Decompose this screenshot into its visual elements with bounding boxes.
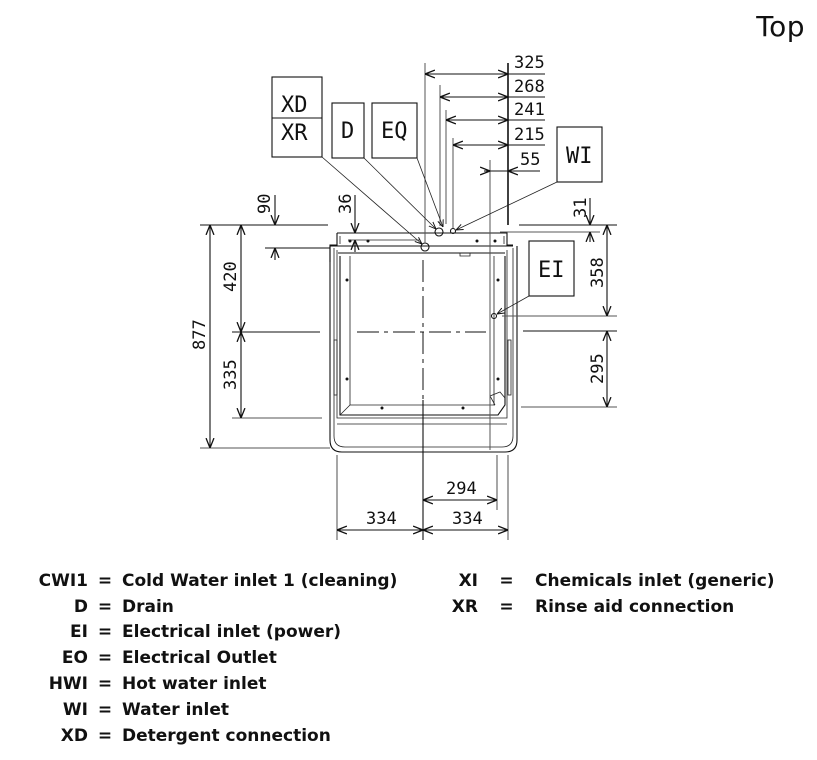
legend-description: Hot water inlet [122,674,267,695]
legend-column-2: XI = Chemicals inlet (generic) XR = Rinse ai… [420,568,775,620]
callout-xr-label: XR [281,121,308,146]
callout-xd-xr: XD XR [271,76,422,244]
legend-row: D = Drain [0,594,397,620]
dim-295: 295 [588,353,608,384]
dim-215: 215 [514,125,545,145]
callout-eq-label: EQ [381,119,408,144]
legend-description: Cold Water inlet 1 (cleaning) [122,570,398,591]
legend-row: HWI = Hot water inlet [0,671,397,697]
callout-wi: WI [456,126,603,230]
dim-334-left: 334 [366,509,397,529]
legend-equals: = [97,570,113,591]
legend-row: XD = Detergent connection [0,723,397,749]
top-dimensions: 325 268 241 215 55 [424,53,545,450]
legend-description: Detergent connection [122,725,331,746]
dim-268: 268 [514,77,545,97]
dim-335: 335 [221,359,241,390]
legend-equals: = [97,674,113,695]
legend-row: CWI1 = Cold Water inlet 1 (cleaning) [0,568,398,594]
legend-description: Drain [122,596,174,617]
callout-eq: EQ [371,102,443,227]
dim-294: 294 [446,479,477,499]
dim-55: 55 [520,150,540,170]
top-view-drawing: 325 268 241 215 55 XD XR D EQ WI EI [190,53,617,540]
legend-code: WI [62,699,88,720]
legend-description: Rinse aid connection [535,596,735,617]
callout-d-label: D [341,119,354,144]
legend-code: XR [451,596,478,617]
machine-outline [329,227,518,453]
legend-row: EO = Electrical Outlet [0,645,397,671]
right-dimensions: 31 358 295 [500,198,617,408]
top-offset-dimension: 36 [336,194,420,252]
legend-equals: = [499,570,514,591]
legend-code: HWI [48,674,88,695]
left-dimensions: 877 420 335 90 [190,194,330,449]
legend-code: XI [458,570,478,591]
legend-column-1: CWI1 = Cold Water inlet 1 (cleaning) D = Dra… [0,568,398,749]
legend-equals: = [97,596,113,617]
legend-code: EO [61,648,88,669]
legend-equals: = [499,596,514,617]
dim-358: 358 [588,257,608,288]
legend-description: Chemicals inlet (generic) [535,570,775,591]
legend-equals: = [97,622,113,643]
legend-equals: = [97,648,113,669]
dim-325: 325 [514,53,545,73]
callout-wi-label: WI [566,144,593,169]
callout-ei: EI [497,240,575,314]
legend-description: Electrical Outlet [122,648,277,669]
callout-xd-label: XD [281,93,308,118]
dim-31: 31 [571,198,591,218]
dim-36: 36 [336,194,356,214]
legend-row: EI = Electrical inlet (power) [0,620,397,646]
legend-code: D [73,596,88,617]
centerlines [357,260,486,540]
legend-row: WI = Water inlet [0,697,397,723]
legend-description: Electrical inlet (power) [122,622,342,643]
legend-code: EI [70,622,88,643]
legend-row: XI = Chemicals inlet (generic) [420,568,775,594]
view-title: Top [756,10,805,43]
dim-877: 877 [190,319,210,350]
legend-code: CWI1 [38,570,88,591]
callout-ei-label: EI [538,258,565,283]
bottom-dimensions: 294 334 334 [336,455,509,540]
dim-241: 241 [514,100,545,120]
dim-90: 90 [255,194,275,214]
legend-row: XR = Rinse aid connection [420,594,775,620]
legend-code: XD [60,725,88,746]
dim-334-right: 334 [452,509,483,529]
legend-description: Water inlet [122,699,229,720]
legend-equals: = [97,699,113,720]
callout-d: D [331,102,436,229]
dim-420: 420 [221,261,241,292]
legend-equals: = [97,725,113,746]
